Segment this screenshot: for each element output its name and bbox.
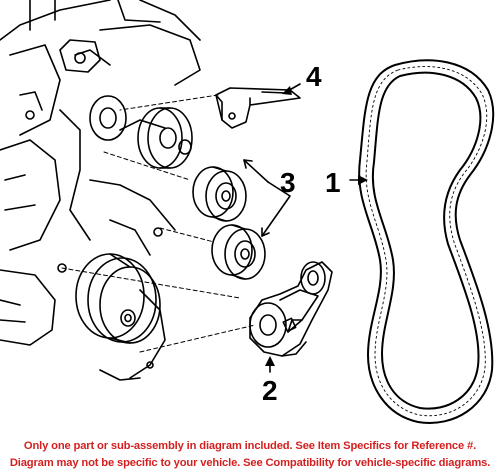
upper-accessory-pulley xyxy=(89,95,193,169)
disclaimer-banner: Only one part or sub-assembly in diagram… xyxy=(0,438,500,474)
parts-diagram: 1 2 3 4 xyxy=(0,0,495,424)
engine-block xyxy=(0,0,201,381)
reference-lines xyxy=(61,94,256,353)
belt-arrowhead xyxy=(358,175,368,185)
tensioner-arrowhead xyxy=(265,356,275,366)
crankshaft-pulley xyxy=(75,253,161,344)
serpentine-belt xyxy=(358,59,495,424)
callout-belt: 1 xyxy=(325,167,341,198)
bracket-arrowhead xyxy=(282,86,292,95)
disclaimer-line-1: Only one part or sub-assembly in diagram… xyxy=(23,440,477,452)
idler-pulley-lower xyxy=(211,224,266,280)
disclaimer-line-2: Diagram may not be specific to your vehi… xyxy=(9,457,491,469)
callout-idler-pulleys: 3 xyxy=(280,167,296,198)
mounting-bracket xyxy=(215,87,301,129)
callout-tensioner: 2 xyxy=(262,375,278,406)
idler-pulley-upper xyxy=(192,166,247,222)
belt-tensioner xyxy=(249,261,333,357)
callout-leaders xyxy=(243,83,367,373)
arrow-heads xyxy=(265,86,368,366)
callout-bracket: 4 xyxy=(306,61,322,92)
